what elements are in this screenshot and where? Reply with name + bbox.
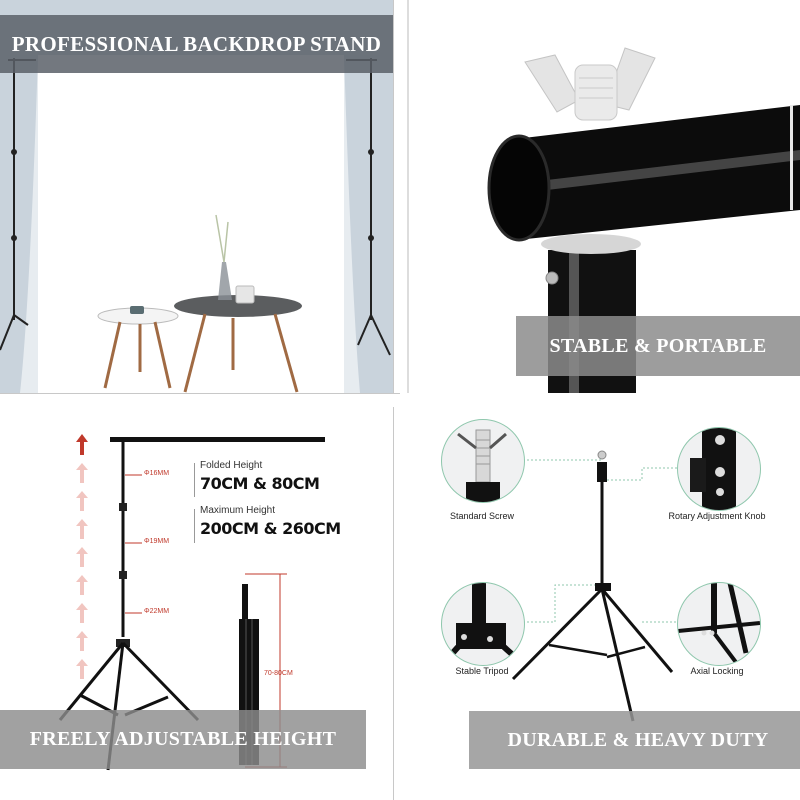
height-arrows [76,434,88,679]
spec-divider [194,463,195,497]
panel-crossbar-detail: STABLE & PORTABLE [407,0,800,393]
diameter-label-bottom: Φ22MM [144,608,170,615]
screw-icon [457,429,507,502]
panel-features: Standard Screw Rotary Adjustment Knob St… [407,407,800,800]
axial-lock-icon [678,583,760,665]
stable-tripod-label: Stable Tripod [455,666,509,676]
spec-divider [194,509,195,543]
axial-locking-label: Axial Locking [690,666,744,676]
knob-icon [690,428,736,510]
caption-stable-portable: STABLE & PORTABLE [516,316,800,376]
panel-divider [393,0,394,393]
max-height-label: Maximum Height [200,505,276,516]
panel-backdrop-stand: PROFESSIONAL BACKDROP STAND [0,0,393,393]
tripod-joint-icon [442,583,524,665]
folded-height-label: Folded Height [200,460,263,471]
standard-screw-label: Standard Screw [449,511,515,521]
stable-tripod-callout [441,582,525,666]
caption-professional-backdrop-stand: PROFESSIONAL BACKDROP STAND [0,15,393,73]
folded-height-value: 70CM & 80CM [200,474,320,493]
rotary-knob-callout [677,427,761,511]
axial-locking-callout [677,582,761,666]
caption-durable-heavy-duty: DURABLE & HEAVY DUTY [469,711,800,769]
crossbar-wingnut-illustration [407,0,800,393]
caption-freely-adjustable-height: FREELY ADJUSTABLE HEIGHT [0,710,366,769]
panel-adjustable-height: Φ16MM Φ19MM Φ22MM Folded Height 70CM & 8… [0,407,393,800]
tripod-features-illustration [511,450,682,722]
rotary-knob-label: Rotary Adjustment Knob [668,511,766,521]
panel-divider [393,407,394,800]
diameter-label-top: Φ16MM [144,470,170,477]
standard-screw-callout [441,419,525,503]
folded-dimension-label: 70-80CM [264,670,293,677]
max-height-value: 200CM & 260CM [200,519,341,538]
panel-divider [0,393,400,394]
diameter-label-middle: Φ19MM [144,538,170,545]
